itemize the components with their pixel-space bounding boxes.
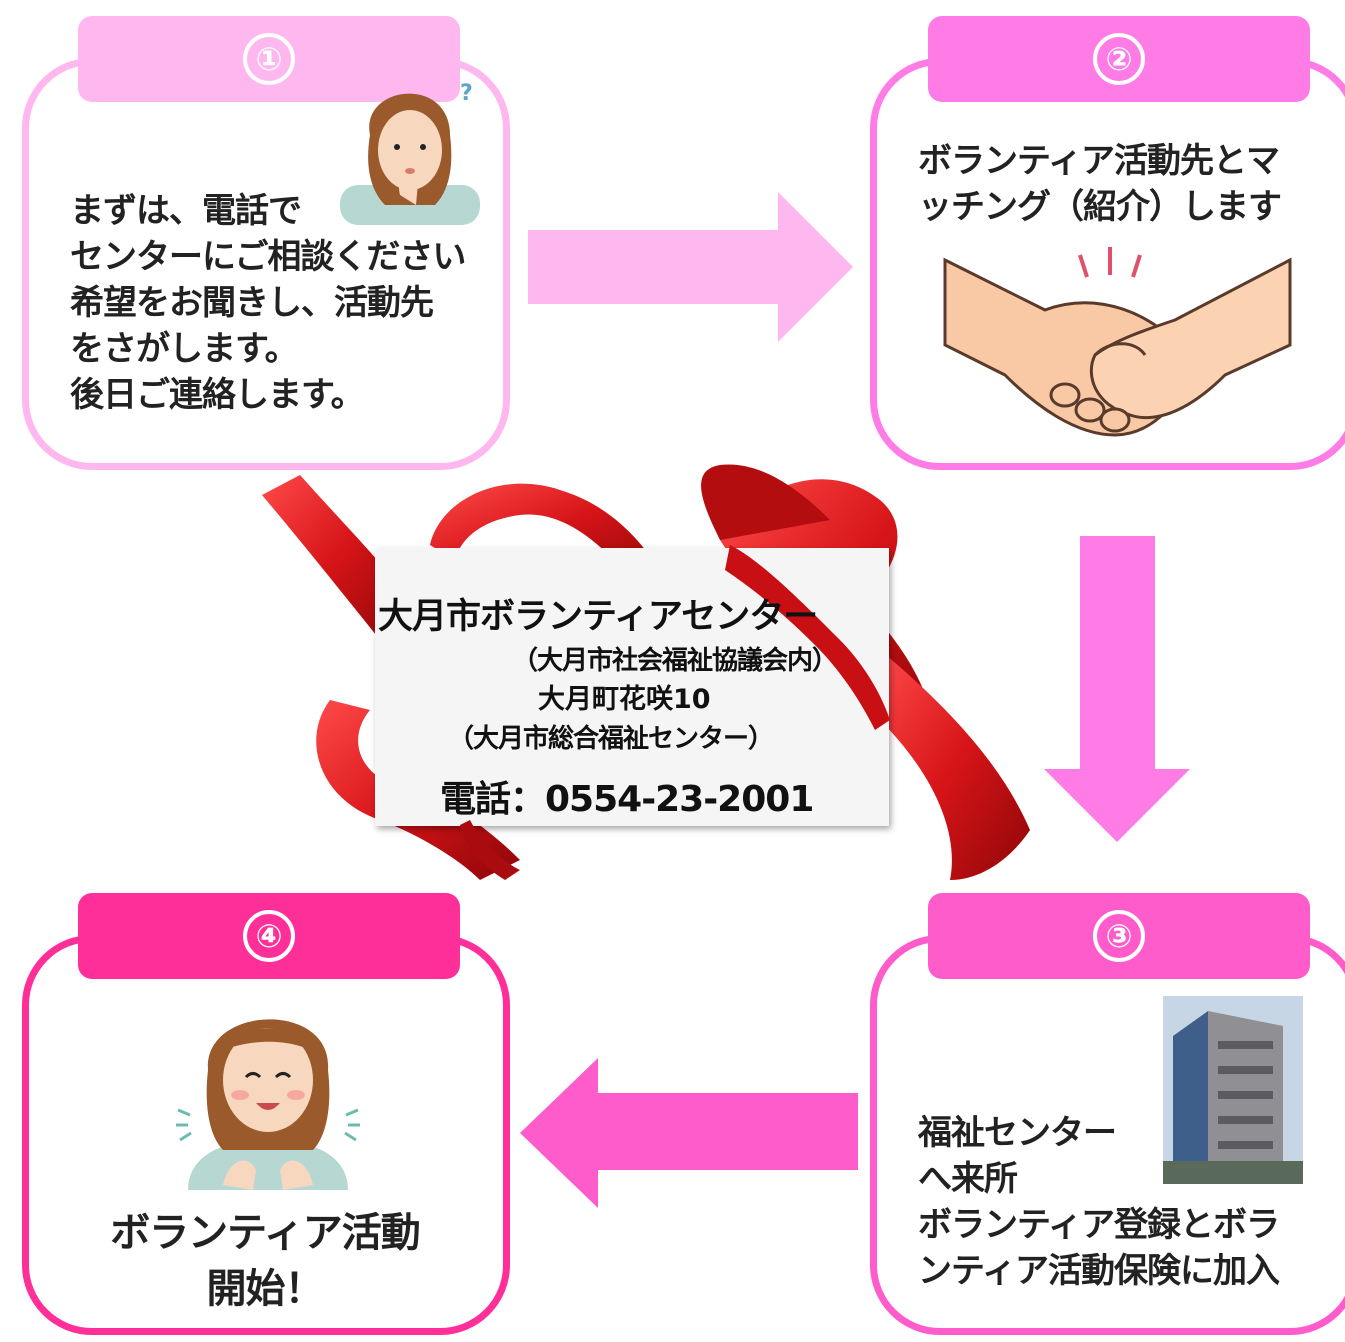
step-3-tab: ③ [928,893,1310,979]
happy-woman-illustration [176,1019,360,1190]
step-4-text: ボランティア活動 開始！ [110,1210,421,1312]
center-address: 大月町花咲10 [538,684,711,715]
center-parent-org: （大月市社会福祉協議会内） [512,646,838,676]
svg-text:?: ? [460,81,473,106]
center-info-card [375,548,889,826]
step-2-number: ② [1093,33,1145,85]
step-3-intro-text: 福祉センター へ来所 [918,1113,1117,1199]
step-3-number: ③ [1093,910,1145,962]
arrow-left [520,1058,858,1208]
handshake-illustration [943,247,1292,437]
step-4-number: ④ [243,910,295,962]
step-4-tab: ④ [78,893,460,979]
step-3-text: ボランティア登録とボラ ンティア活動保険に加入 [918,1205,1280,1291]
step-1-text: まずは、電話で センターにご相談ください 希望をお聞きし、活動先 をさがします。… [70,191,466,415]
arrow-right [528,192,853,342]
step-2-tab: ② [928,16,1310,102]
thinking-woman-illustration: ? [340,81,480,225]
center-building: （大月市総合福祉センター） [448,724,774,754]
welfare-center-building-photo [1163,996,1303,1184]
step-1-tab: ① [78,16,460,102]
center-phone: 電話：0554-23-2001 [440,779,814,820]
center-name: 大月市ボランティアセンター [378,597,818,637]
step-2-text: ボランティア活動先とマ ッチング（紹介）します [918,141,1282,227]
step-1-number: ① [243,33,295,85]
arrow-down [1044,536,1190,842]
